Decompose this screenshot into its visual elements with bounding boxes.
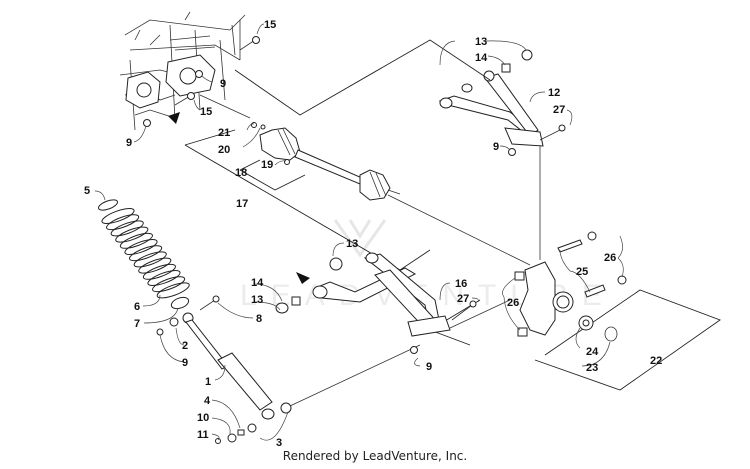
brackets — [184, 39, 721, 391]
callout-21: 21 — [218, 127, 230, 139]
callout-8: 8 — [256, 313, 262, 325]
spring-coil — [133, 251, 167, 268]
callout-15: 15 — [200, 106, 212, 118]
lower-a-arm — [275, 252, 511, 354]
callout-24: 24 — [586, 346, 599, 358]
callout-10: 10 — [197, 412, 209, 424]
drive-axle — [251, 122, 531, 266]
spring-coil — [156, 282, 190, 299]
callout-4: 4 — [204, 395, 211, 407]
leader-lines — [94, 23, 624, 441]
spring-coil — [115, 226, 149, 243]
watermark-logo-icon — [333, 219, 387, 258]
callout-25: 25 — [576, 266, 588, 278]
spring-coil — [138, 257, 172, 274]
callout-19: 19 — [261, 159, 273, 171]
callout-23: 23 — [586, 362, 598, 374]
callout-9: 9 — [182, 357, 188, 369]
callout-9: 9 — [493, 141, 499, 153]
spring-coil — [101, 208, 135, 224]
callout-16: 16 — [455, 278, 467, 290]
spring-coil — [129, 245, 163, 262]
callout-12: 12 — [548, 87, 560, 99]
callout-17: 17 — [236, 198, 248, 210]
callout-14: 14 — [251, 277, 264, 289]
spring-coil — [152, 276, 186, 293]
footer-credit: Rendered by LeadVenture, Inc. — [282, 449, 468, 463]
arrow-marker-icon — [296, 272, 310, 284]
knuckle — [514, 231, 627, 342]
callout-9: 9 — [426, 361, 432, 373]
callout-3: 3 — [276, 437, 282, 449]
spring-coil — [110, 220, 144, 237]
callout-26: 26 — [507, 297, 519, 309]
callout-5: 5 — [84, 185, 90, 197]
shock-absorber — [156, 295, 421, 444]
spring-coil — [142, 263, 176, 280]
callout-20: 20 — [218, 144, 230, 156]
callout-22: 22 — [650, 355, 662, 367]
callout-14: 14 — [475, 52, 488, 64]
nut-9-upper — [195, 70, 203, 78]
callout-6: 6 — [134, 301, 140, 313]
callout-labels: 15 9 15 9 21 20 19 18 17 13 14 12 27 9 5… — [84, 19, 662, 449]
callout-7: 7 — [134, 318, 140, 330]
callout-1: 1 — [205, 376, 211, 388]
callout-15: 15 — [264, 19, 276, 31]
callout-27: 27 — [553, 104, 565, 116]
callout-11: 11 — [197, 429, 209, 441]
upper-a-arm — [438, 49, 566, 260]
callout-13: 13 — [251, 294, 263, 306]
frame-transaxle — [119, 11, 246, 131]
spring-coil — [124, 239, 158, 255]
coil-spring — [98, 199, 190, 310]
nut-9-lower — [143, 119, 151, 127]
arrow-marker-icon — [168, 112, 180, 124]
bolt-15-lower — [174, 92, 195, 106]
spring-coil — [147, 270, 181, 286]
callout-9: 9 — [220, 78, 226, 90]
spring-coil — [106, 214, 140, 231]
callout-26: 26 — [604, 252, 616, 264]
spring-coil — [119, 232, 153, 249]
bolt-15-upper — [239, 36, 260, 51]
callout-13: 13 — [346, 238, 358, 250]
callout-18: 18 — [235, 167, 247, 179]
callout-9: 9 — [126, 137, 132, 149]
callout-27: 27 — [457, 293, 469, 305]
callout-2: 2 — [182, 340, 188, 352]
callout-13: 13 — [475, 36, 487, 48]
